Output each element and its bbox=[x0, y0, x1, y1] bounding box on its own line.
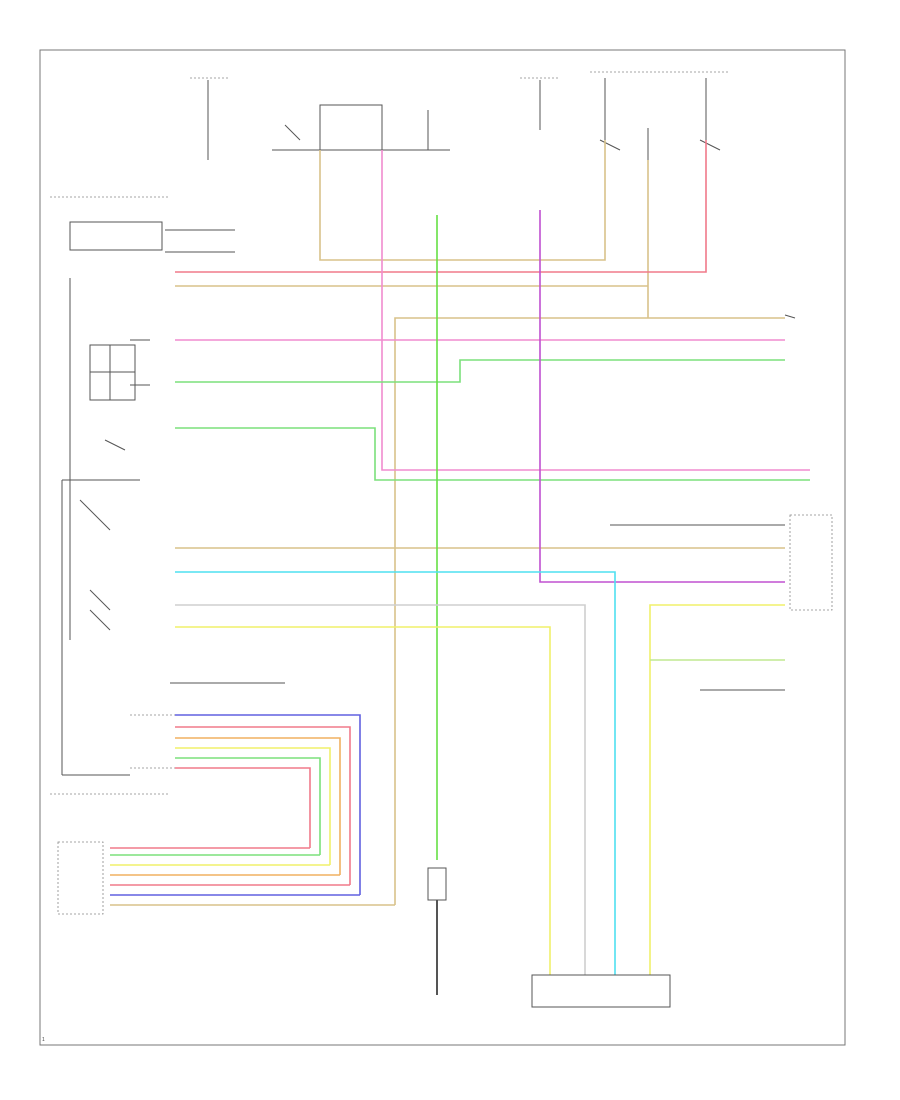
wire-magenta bbox=[539, 210, 785, 583]
wire-red-top bbox=[175, 140, 707, 273]
wire-pink-2 bbox=[381, 150, 810, 471]
wire-green-1 bbox=[175, 359, 785, 383]
wire-red-bundle-2 bbox=[175, 767, 311, 848]
wire-blue-bundle bbox=[175, 714, 361, 895]
wire-cyan bbox=[175, 571, 616, 975]
wire-orange-bundle bbox=[175, 737, 341, 875]
wire-yellow-bundle bbox=[175, 747, 331, 865]
diagram-frame bbox=[39, 49, 846, 1046]
wire-yellow-right bbox=[649, 604, 785, 975]
wire-tan-main bbox=[394, 317, 785, 905]
top-fuse-section bbox=[190, 71, 730, 160]
wire-green-2 bbox=[175, 427, 810, 481]
wire-green-bundle bbox=[175, 757, 321, 855]
wire-tan-top bbox=[319, 140, 606, 261]
mirror-heater-relay bbox=[427, 867, 447, 901]
wire-grey bbox=[175, 604, 586, 975]
bottom-control-module bbox=[531, 974, 671, 1008]
power-mirror-switch bbox=[57, 841, 104, 915]
wires bbox=[110, 140, 810, 975]
battery-temp-sensor bbox=[69, 221, 163, 251]
page-number: 1 bbox=[42, 1037, 45, 1043]
right-mirror-connector bbox=[789, 514, 833, 611]
wire-red-bundle-1 bbox=[175, 726, 351, 885]
left-switch-assembly bbox=[61, 278, 150, 776]
wire-yellow bbox=[175, 626, 551, 975]
